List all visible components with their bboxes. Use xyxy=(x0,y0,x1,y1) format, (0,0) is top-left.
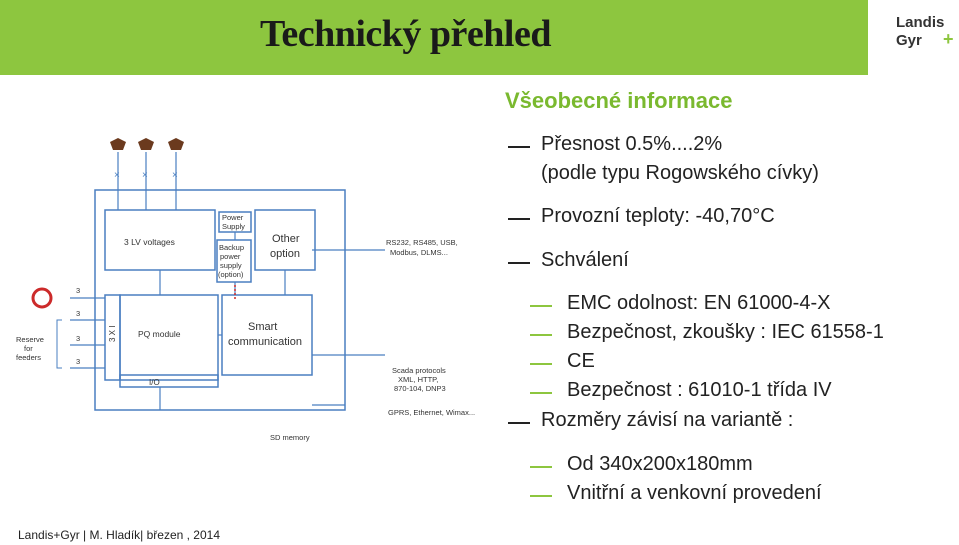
svg-text:feeders: feeders xyxy=(16,353,41,362)
logo-plus: + xyxy=(943,29,954,49)
svg-text:×: × xyxy=(172,170,178,181)
svg-text:Smart: Smart xyxy=(248,321,277,333)
io-box xyxy=(119,374,219,388)
sub-bullet-ce: CE xyxy=(567,350,595,372)
landis-gyr-logo: Landis Gyr + xyxy=(896,14,958,64)
svg-text:Other: Other xyxy=(272,233,300,245)
svg-text:SD memory: SD memory xyxy=(270,433,310,442)
svg-text:3 X I: 3 X I xyxy=(108,326,117,342)
bullet-dash xyxy=(508,146,530,148)
bullet-accuracy-note: (podle typu Rogowského cívky) xyxy=(541,162,819,184)
sub-bullet-safety-tests: Bezpečnost, zkoušky : IEC 61558-1 xyxy=(567,321,884,343)
bullet-dash xyxy=(508,422,530,424)
footer: Landis+Gyr | M. Hladík| březen , 2014 xyxy=(18,528,221,542)
bullet-dash xyxy=(530,334,552,336)
bullet-approvals: Schválení xyxy=(541,249,629,271)
bullet-temperature: Provozní teploty: -40,70°C xyxy=(541,205,775,227)
svg-text:Backup: Backup xyxy=(219,243,244,252)
lv-voltages-label: 3 LV voltages xyxy=(124,237,175,247)
system-block-diagram: 3 LV voltages Power Supply Backup power … xyxy=(16,138,475,442)
bullet-dash xyxy=(508,262,530,264)
logo-line2: Gyr xyxy=(896,32,922,49)
svg-text:×: × xyxy=(114,170,120,181)
svg-text:×: × xyxy=(142,170,148,181)
svg-text:power: power xyxy=(220,252,241,261)
bullet-dash xyxy=(508,218,530,220)
logo-line1: Landis xyxy=(896,14,945,31)
svg-text:XML, HTTP,: XML, HTTP, xyxy=(398,375,438,384)
page-title: Technický přehled xyxy=(260,13,551,55)
outer-housing xyxy=(94,189,346,411)
bullet-dash xyxy=(530,305,552,307)
bullet-dash xyxy=(530,363,552,365)
section-heading: Všeobecné informace xyxy=(505,88,733,113)
svg-text:RS232, RS485, USB,: RS232, RS485, USB, xyxy=(386,238,458,247)
svg-text:I/O: I/O xyxy=(149,378,160,387)
svg-text:supply: supply xyxy=(220,261,242,270)
bullet-dash xyxy=(530,495,552,497)
svg-text:GPRS, Ethernet, Wimax...: GPRS, Ethernet, Wimax... xyxy=(388,408,475,417)
svg-text:Supply: Supply xyxy=(222,222,245,231)
svg-text:3: 3 xyxy=(76,357,80,366)
svg-text:option: option xyxy=(270,248,300,260)
svg-text:communication: communication xyxy=(228,336,302,348)
title-banner xyxy=(0,0,868,75)
svg-text:3: 3 xyxy=(76,309,80,318)
backup-power-box xyxy=(216,239,252,283)
sub-bullet-size: Od 340x200x180mm xyxy=(567,453,753,475)
current-inputs-box xyxy=(104,294,121,381)
svg-text:Power: Power xyxy=(222,213,244,222)
svg-text:Reserve: Reserve xyxy=(16,335,44,344)
bullet-dash xyxy=(530,466,552,468)
voltage-probe-icons xyxy=(110,138,184,150)
svg-text:(option): (option) xyxy=(218,270,244,279)
svg-text:PQ module: PQ module xyxy=(138,329,181,339)
bullet-dimensions: Rozměry závisí na variantě : xyxy=(541,409,794,431)
svg-text:Scada protocols: Scada protocols xyxy=(392,366,446,375)
sub-bullet-emc: EMC odolnost: EN 61000-4-X xyxy=(567,292,831,314)
bullet-dash xyxy=(530,392,552,394)
sub-bullet-safety-class: Bezpečnost : 61010-1 třída IV xyxy=(567,379,832,401)
smart-communication-box xyxy=(221,294,313,376)
svg-text:870-104, DNP3: 870-104, DNP3 xyxy=(394,384,446,393)
svg-text:for: for xyxy=(24,344,33,353)
svg-text:3: 3 xyxy=(76,334,80,343)
svg-text:Modbus, DLMS...: Modbus, DLMS... xyxy=(390,248,448,257)
sub-bullet-versions: Vnitřní a venkovní provedení xyxy=(567,482,822,504)
svg-text:3: 3 xyxy=(76,286,80,295)
bullet-accuracy: Přesnost 0.5%....2% xyxy=(541,133,723,155)
rogowski-coil-icon xyxy=(31,287,53,309)
